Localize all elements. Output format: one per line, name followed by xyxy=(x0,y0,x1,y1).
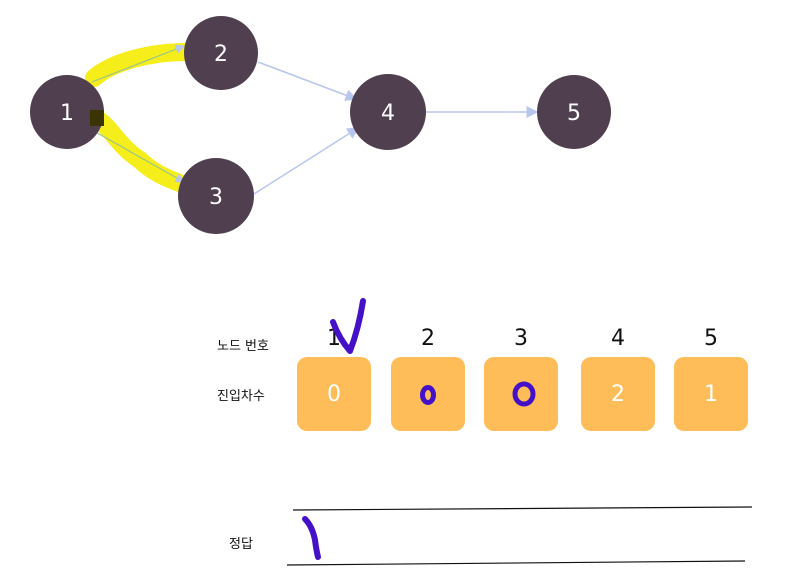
highlight-edge-1-2 xyxy=(85,43,195,87)
indegree-value: 0 xyxy=(327,381,341,407)
indegree-cell-5: 1 xyxy=(674,357,748,431)
indegree-cell-2 xyxy=(391,357,465,431)
node-label: 3 xyxy=(209,185,223,210)
node-number-2: 2 xyxy=(421,326,435,351)
indegree-cell-1: 0 xyxy=(297,357,371,431)
graph-node-1: 1 xyxy=(30,75,104,149)
graph-node-4: 4 xyxy=(350,74,426,150)
edge-1-2 xyxy=(91,44,186,83)
node-number-3: 3 xyxy=(514,326,528,351)
node-label: 5 xyxy=(567,101,581,126)
indegree-cell-4: 2 xyxy=(581,357,655,431)
edge-3-4 xyxy=(253,127,360,195)
node-label: 4 xyxy=(381,101,395,126)
handwritten-answer-1 xyxy=(302,516,321,560)
answer-bottom-line xyxy=(286,560,746,566)
indegree-value: 1 xyxy=(704,381,718,407)
marker-blob xyxy=(90,110,104,126)
graph-node-2: 2 xyxy=(184,16,258,90)
graph-diagram: 1 2 3 4 5 xyxy=(30,16,611,234)
graph-node-5: 5 xyxy=(537,75,611,149)
node-number-5: 5 xyxy=(704,326,718,351)
node-label: 2 xyxy=(214,42,228,67)
node-number-1: 1 xyxy=(327,326,341,351)
graph-node-3: 3 xyxy=(178,158,254,234)
indegree-value: 2 xyxy=(611,381,625,407)
node-number-4: 4 xyxy=(611,326,625,351)
highlight-edge-1-3 xyxy=(87,109,191,193)
node-number-row-label: 노드 번호 xyxy=(217,339,269,354)
node-label: 1 xyxy=(60,101,74,126)
edge-2-4 xyxy=(257,61,358,101)
indegree-row-label: 진입차수 xyxy=(217,389,265,404)
answer-top-line xyxy=(292,506,753,511)
answer-label: 정답 xyxy=(229,537,253,552)
indegree-cell-3 xyxy=(484,357,558,431)
edge-1-3 xyxy=(91,129,186,183)
